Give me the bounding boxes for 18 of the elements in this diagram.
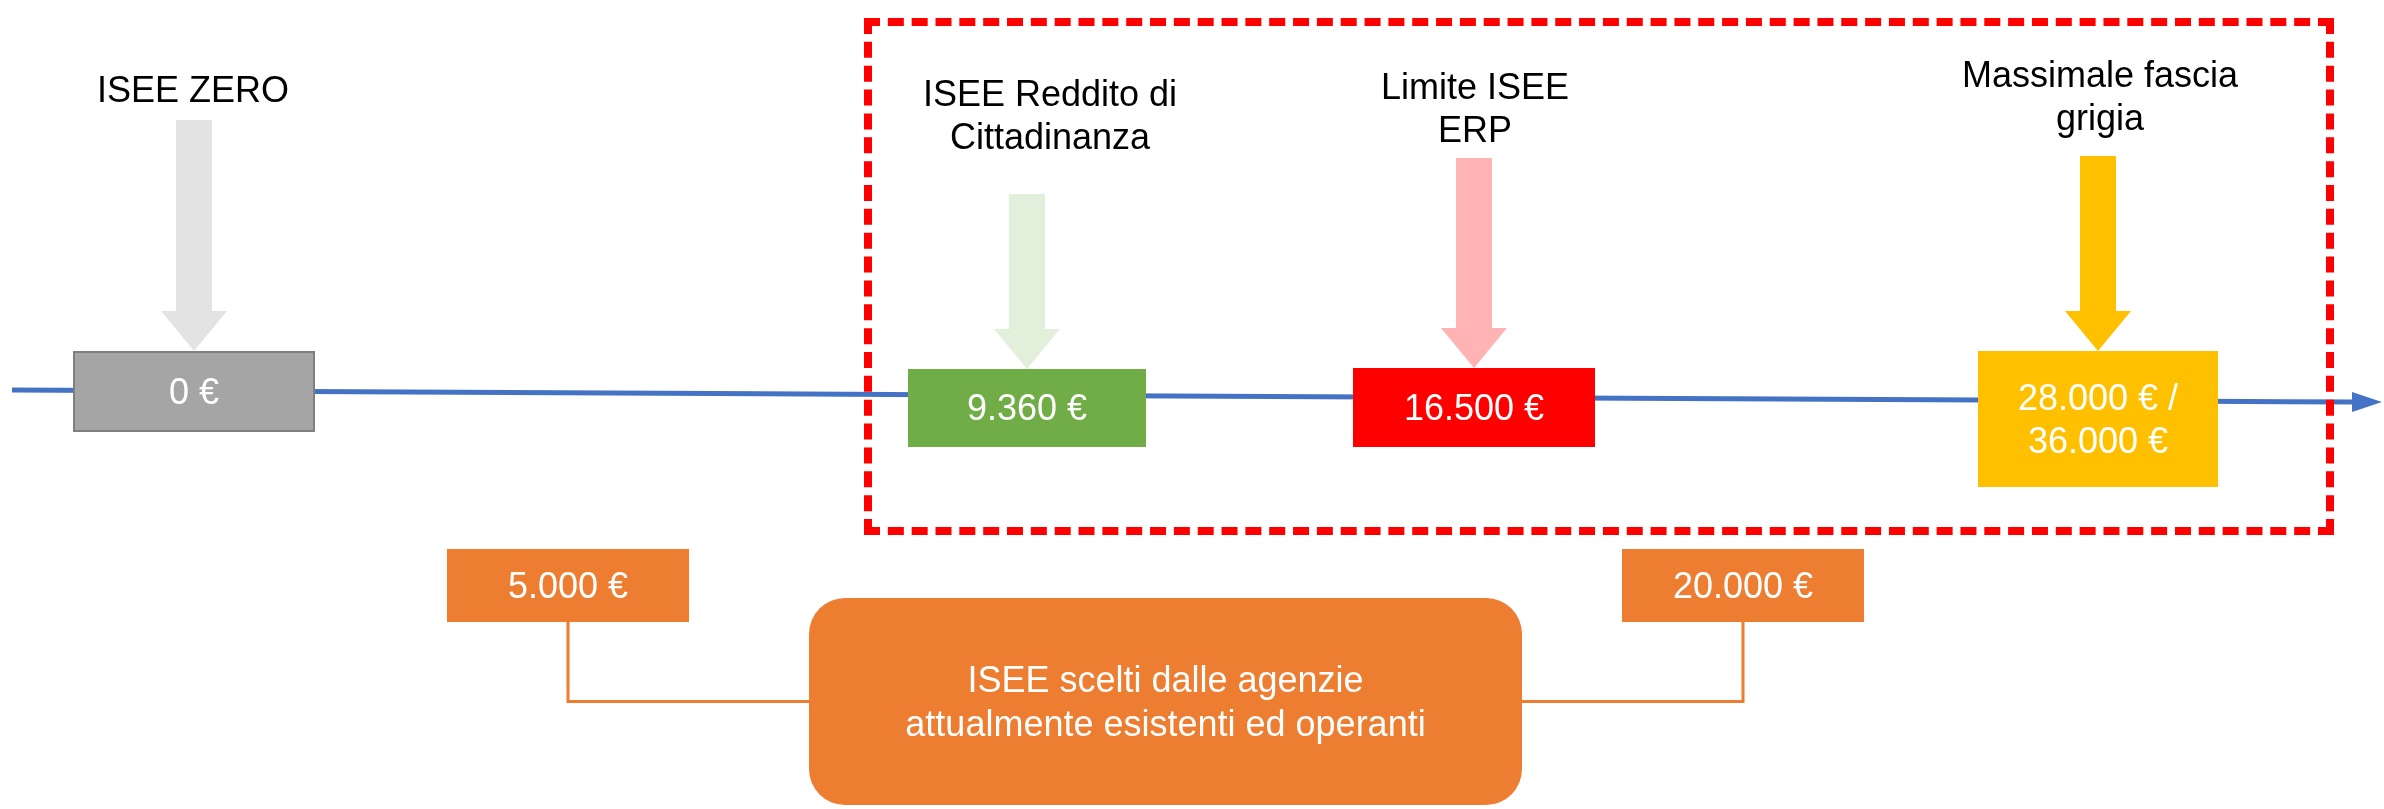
caption-text: Limite ISEE ERP: [1345, 62, 1605, 154]
connector-line: [1522, 622, 1745, 703]
block-arrow: [994, 194, 1060, 369]
caption-text: ISEE ZERO: [83, 64, 303, 116]
value-box: 5.000 €: [447, 549, 689, 622]
connector-line: [566, 622, 809, 703]
dashed-region: [864, 18, 2334, 535]
caption-text: Massimale fascia grigia: [1920, 40, 2280, 152]
block-arrow: [2065, 156, 2131, 351]
block-arrow: [161, 120, 227, 351]
value-box: 9.360 €: [908, 369, 1146, 447]
value-box: 28.000 € / 36.000 €: [1978, 351, 2218, 487]
note-box: ISEE scelti dalle agenzie attualmente esistenti ed operanti: [809, 598, 1522, 805]
value-box: 0 €: [73, 351, 315, 432]
block-arrow: [1441, 158, 1507, 368]
value-box: 16.500 €: [1353, 368, 1595, 447]
value-box: 20.000 €: [1622, 549, 1864, 622]
caption-text: ISEE Reddito di Cittadinanza: [920, 40, 1180, 190]
